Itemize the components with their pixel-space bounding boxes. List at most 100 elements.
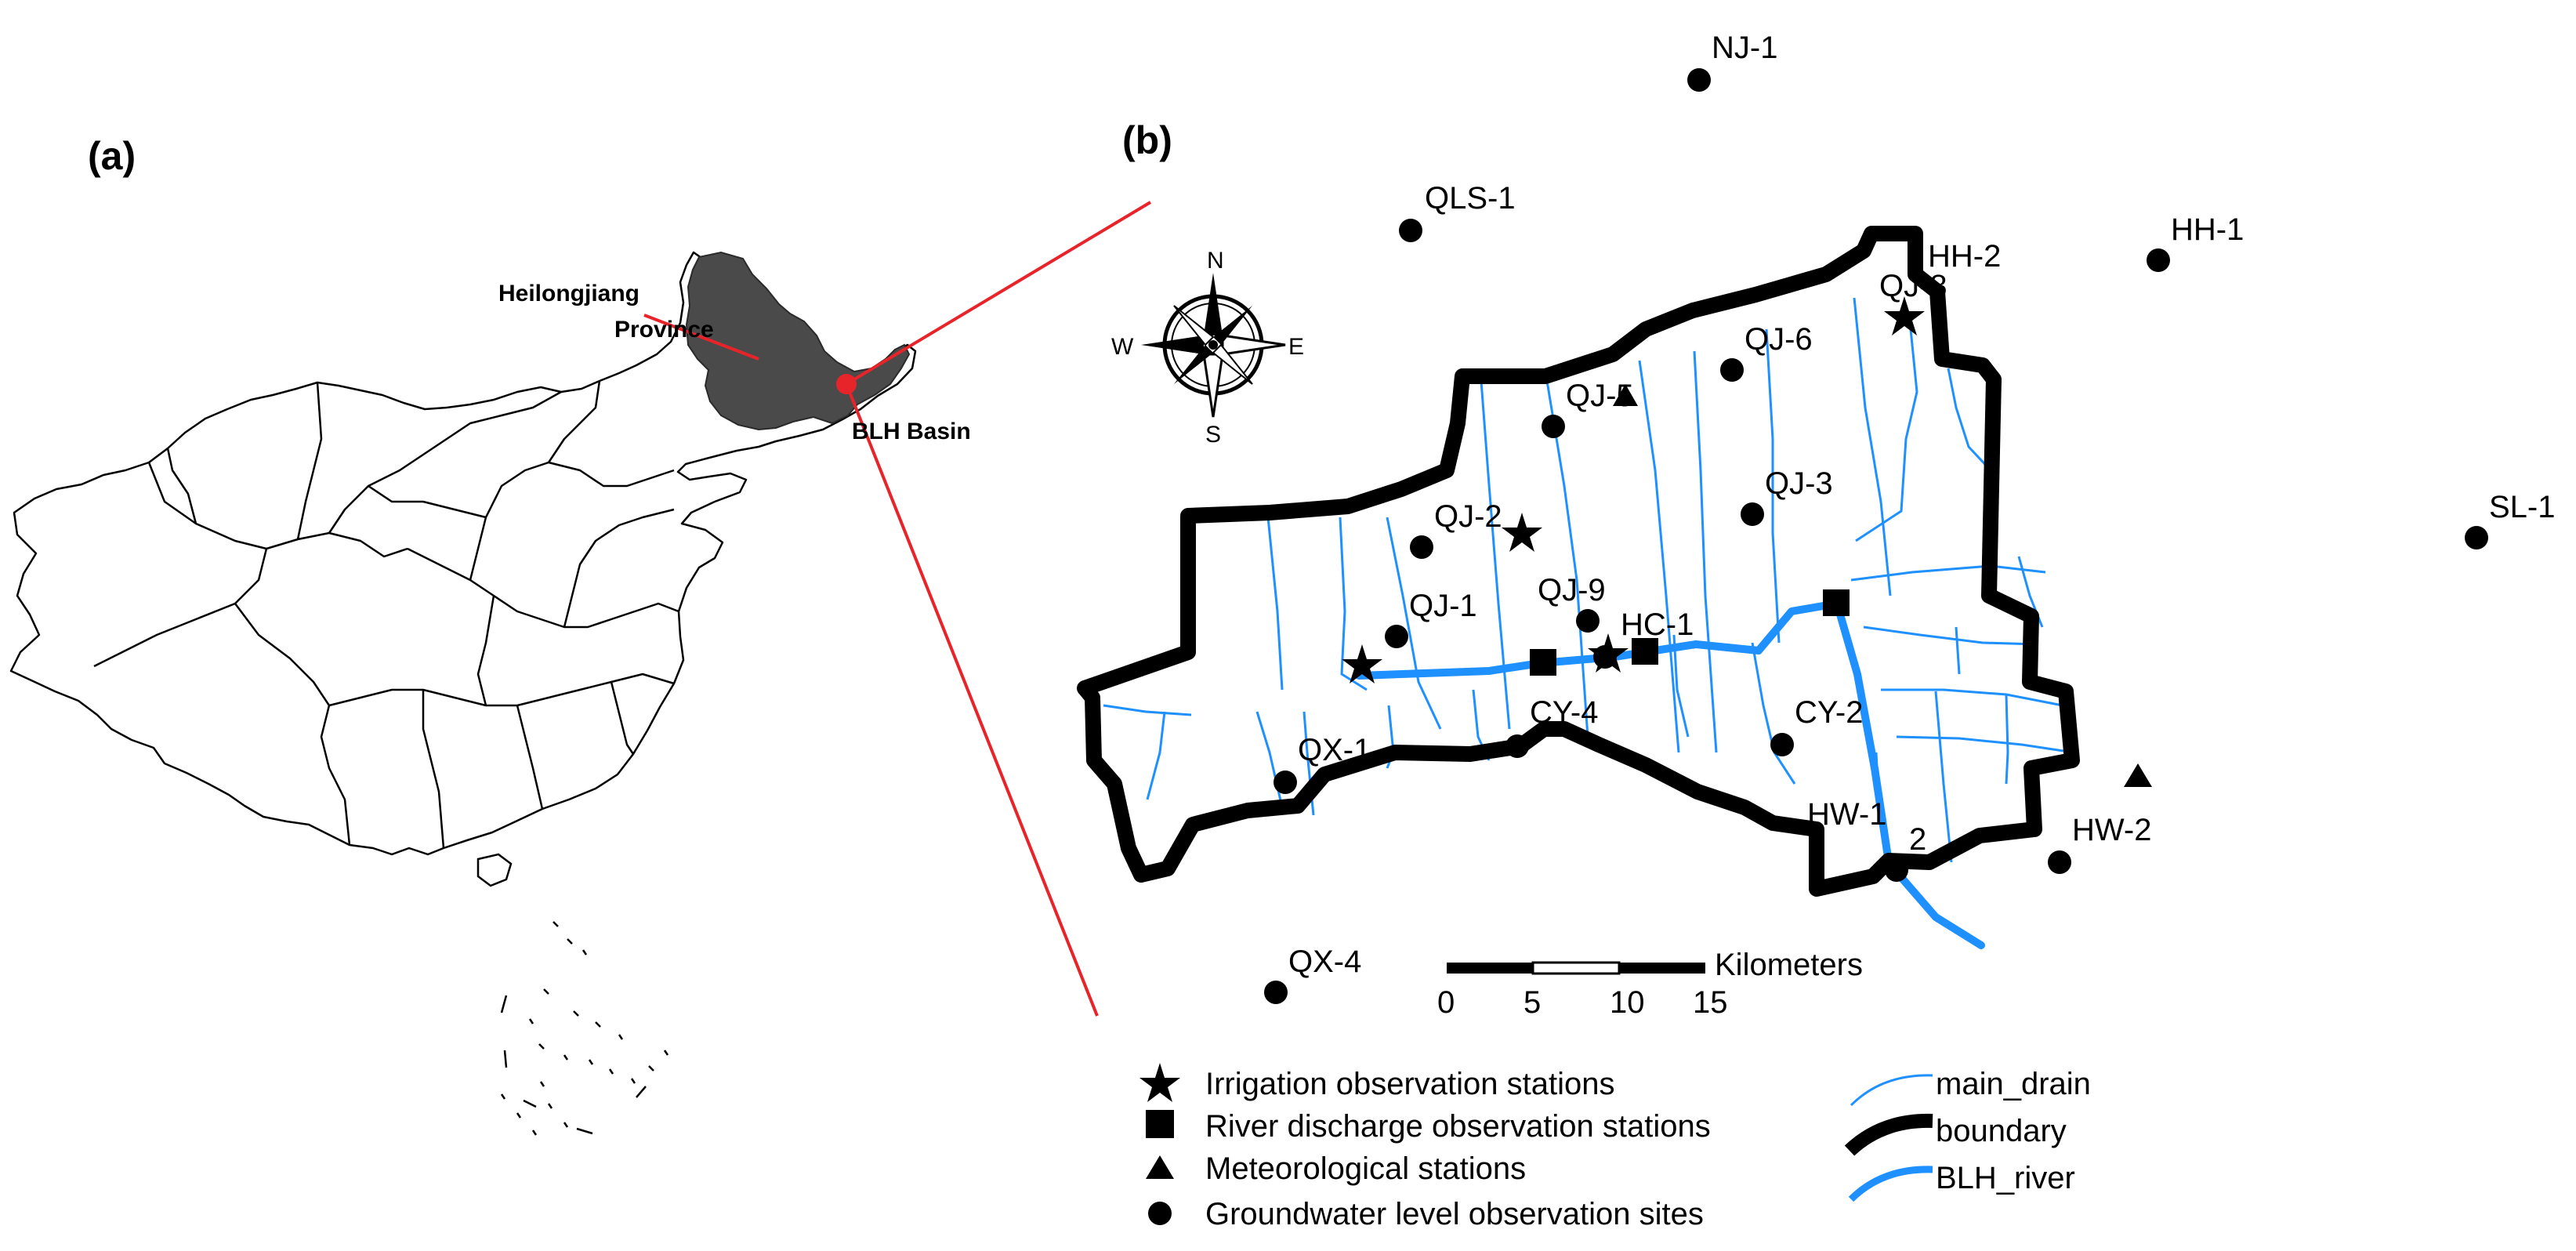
compass-point-w — [1141, 335, 1204, 354]
scale-bar: Kilometers 0 5 10 15 — [1437, 948, 1863, 1020]
legend-irrigation: Irrigation observation stations — [1205, 1067, 1615, 1101]
site-sl1 — [2465, 526, 2488, 549]
label-qj1: QJ-1 — [1409, 589, 1477, 623]
label-qj6: QJ-6 — [1745, 322, 1813, 357]
province-border — [234, 603, 351, 846]
site-cy2 — [1770, 733, 1794, 756]
basin-label: BLH Basin — [852, 419, 971, 444]
scale-segment-3 — [1619, 963, 1705, 974]
province-label-line2: Province — [614, 317, 714, 343]
meteorological-station — [2124, 763, 2152, 787]
legend-drain-icon — [1850, 1074, 1933, 1107]
label-cy4: CY-4 — [1530, 695, 1598, 730]
label-hc1: HC-1 — [1621, 607, 1694, 642]
site-hw2 — [2048, 850, 2071, 874]
irrigation-station — [1502, 513, 1542, 552]
scale-tick-15: 15 — [1693, 985, 1728, 1020]
compass-n-label: N — [1207, 248, 1224, 274]
province-border — [469, 461, 675, 581]
site-qj5 — [1542, 415, 1565, 438]
zoom-line-bottom — [845, 383, 1099, 1017]
zoom-line-top — [845, 201, 1152, 386]
compass-point-ne — [1213, 306, 1252, 345]
main-drain — [1480, 380, 1511, 730]
compass-point-nw — [1173, 305, 1215, 346]
site-qx4 — [1264, 981, 1288, 1004]
province-border — [166, 448, 197, 524]
province-border — [476, 595, 495, 706]
label-qls1: QLS-1 — [1425, 181, 1516, 216]
legend-boundary-icon — [1844, 1113, 1933, 1156]
discharge-station — [1530, 649, 1556, 676]
legend-circle-icon — [1148, 1202, 1172, 1225]
scale-tick-10: 10 — [1610, 985, 1645, 1020]
scale-tick-0: 0 — [1437, 985, 1455, 1020]
province-border — [610, 681, 635, 755]
legend-triangle-icon — [1146, 1155, 1174, 1179]
main-drain — [1386, 517, 1442, 730]
main-drain — [1103, 704, 1192, 716]
main-drain — [1853, 297, 1892, 596]
station-markers — [1264, 68, 2488, 1004]
legend-boundary: boundary — [1936, 1114, 2067, 1148]
province-border — [422, 690, 445, 849]
province-border — [328, 390, 562, 534]
compass-e-label: E — [1288, 334, 1304, 360]
legend: Irrigation observation stations River di… — [1139, 1063, 2091, 1231]
compass-point-sw — [1174, 345, 1213, 384]
label-qj9: QJ-9 — [1538, 573, 1606, 607]
province-callout-line — [643, 314, 759, 361]
label-qj5: QJ-5 — [1566, 379, 1634, 413]
legend-discharge: River discharge observation stations — [1205, 1109, 1711, 1144]
province-border — [93, 548, 268, 668]
legend-main-drain: main_drain — [1936, 1067, 2091, 1101]
china-map — [9, 251, 917, 856]
label-qx4: QX-4 — [1288, 945, 1361, 979]
basin-boundary — [1077, 226, 2080, 897]
legend-river: BLH_river — [1936, 1161, 2075, 1195]
province-border — [563, 508, 675, 628]
compass-w-label: W — [1111, 334, 1134, 360]
heilongjiang-province — [685, 251, 911, 431]
label-sl1: SL-1 — [2489, 490, 2556, 524]
site-qj6 — [1720, 358, 1744, 382]
blh-river-lower — [1833, 600, 1985, 949]
main-drain — [1934, 691, 1953, 863]
main-drain — [1947, 368, 1992, 472]
scale-segment-1 — [1447, 963, 1533, 974]
meteorological-station — [1613, 384, 1638, 406]
main-drain — [1765, 328, 1781, 644]
main-drain — [1850, 564, 2046, 582]
compass-point-se — [1212, 343, 1253, 385]
site-qj2 — [1410, 535, 1433, 559]
legend-meteorological: Meteorological stations — [1205, 1151, 1526, 1186]
label-hw2: HW-2 — [2072, 813, 2151, 847]
scale-unit: Kilometers — [1715, 948, 1863, 982]
legend-groundwater: Groundwater level observation sites — [1205, 1197, 1704, 1231]
site-hh1 — [2147, 248, 2170, 272]
province-border — [516, 705, 544, 810]
province-label-line1: Heilongjiang — [498, 281, 639, 306]
main-drain — [1855, 313, 1918, 542]
label-qj2: QJ-2 — [1434, 499, 1502, 534]
irrigation-station — [1342, 644, 1382, 684]
province-border — [368, 484, 487, 519]
label-hh1: HH-1 — [2171, 212, 2244, 247]
irrigation-station — [1884, 296, 1925, 335]
main-drain — [1266, 517, 1284, 691]
legend-star-icon — [1139, 1063, 1180, 1102]
main-drain — [1638, 360, 1680, 753]
main-drain — [1751, 642, 1796, 785]
scale-segment-2 — [1531, 961, 1621, 975]
label-qx1: QX-1 — [1298, 733, 1371, 767]
label-nj1: NJ-1 — [1712, 31, 1777, 65]
scale-tick-5: 5 — [1523, 985, 1541, 1020]
nine-dash-line — [500, 995, 647, 1135]
main-drain — [1255, 711, 1284, 808]
panel-b-label: (b) — [1122, 118, 1172, 162]
compass-rose: N S E W — [1111, 248, 1304, 448]
province-border — [147, 462, 408, 558]
callout-lines — [643, 201, 1152, 1017]
discharge-station — [1632, 638, 1658, 665]
site-cy4 — [1505, 734, 1529, 758]
